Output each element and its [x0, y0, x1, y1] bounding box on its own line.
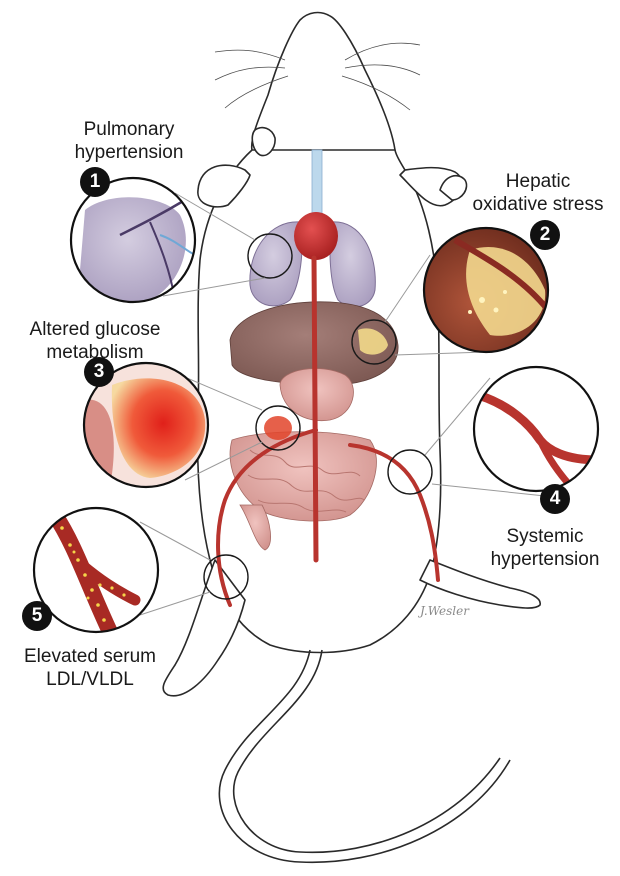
callout-2-magnified-liver [424, 228, 548, 352]
aorta [314, 258, 316, 560]
callout-1-magnified-lung [71, 178, 195, 303]
label-2-line-2: oxidative stress [456, 193, 620, 216]
badge-5: 5 [22, 601, 52, 631]
rat-tail [219, 650, 510, 862]
label-2-line-1: Hepatic [456, 170, 620, 193]
label-systemic-hypertension: Systemic hypertension [470, 525, 620, 571]
label-3-line-1: Altered glucose [0, 318, 190, 341]
callout-5-magnified-vessel [34, 508, 158, 632]
label-5-line-2: LDL/VLDL [0, 668, 180, 691]
badge-1: 1 [80, 167, 110, 197]
badge-4: 4 [540, 484, 570, 514]
label-5-line-1: Elevated serum [0, 645, 180, 668]
rat-left-forepaw [252, 128, 275, 156]
label-1-line-1: Pulmonary [38, 118, 220, 141]
heart [294, 212, 338, 260]
artist-signature: J.Wesler [420, 604, 469, 618]
label-4-line-2: hypertension [470, 548, 620, 571]
trachea [312, 150, 322, 220]
label-1-line-2: hypertension [38, 141, 220, 164]
callout-4-magnified-artery [474, 367, 598, 491]
label-elevated-serum-ldl-vldl: Elevated serum LDL/VLDL [0, 645, 180, 691]
label-pulmonary-hypertension: Pulmonary hypertension [38, 118, 220, 164]
glucose-hotspot [264, 416, 292, 440]
badge-3: 3 [84, 357, 114, 387]
label-4-line-1: Systemic [470, 525, 620, 548]
label-hepatic-oxidative-stress: Hepatic oxidative stress [456, 170, 620, 216]
badge-2: 2 [530, 220, 560, 250]
